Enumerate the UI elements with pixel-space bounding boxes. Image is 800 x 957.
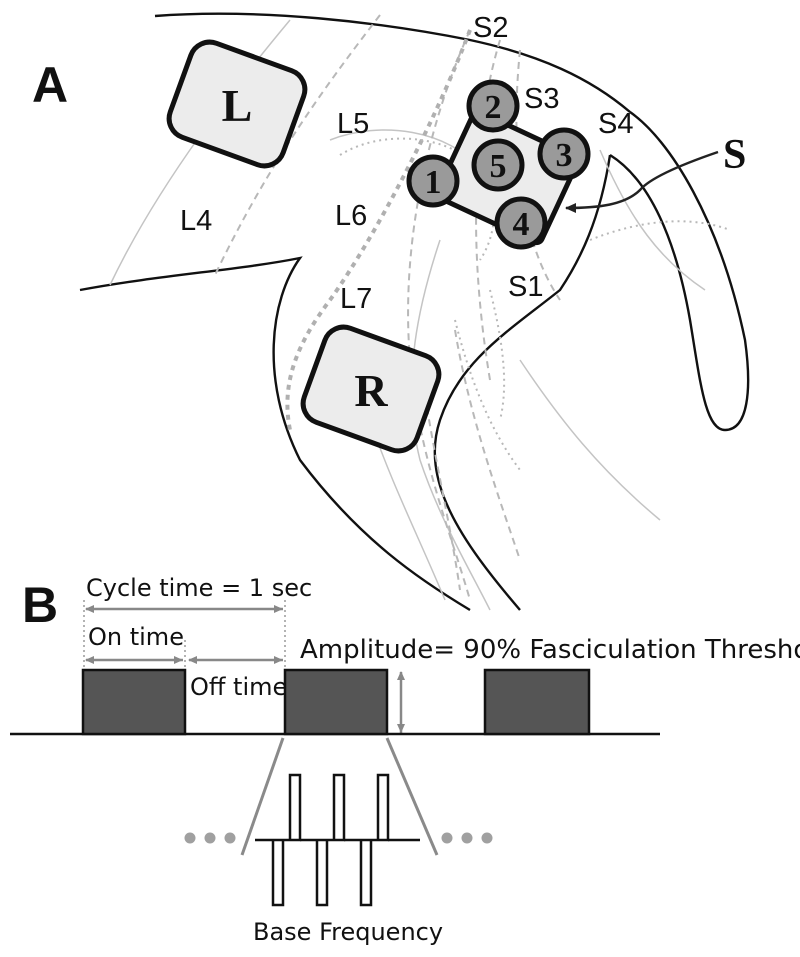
ellipsis-left [184,832,236,844]
amplitude-label: Amplitude= 90% Fasciculation Threshold [300,635,800,665]
stim-array: 1 2 3 4 5 [406,79,591,250]
cycle-time-label: Cycle time = 1 sec [86,574,312,602]
pad-right: R [300,324,442,454]
electrode-3: 3 [537,127,591,181]
off-time-label: Off time [190,673,287,701]
electrode-2-label: 2 [485,89,502,126]
panel-a: A [32,12,750,612]
panel-b: B Cycle time = 1 sec On time Off time Am… [10,574,800,946]
segment-label-s2: S2 [473,12,508,44]
stim-array-arrow [565,150,719,213]
segment-label-s1: S1 [508,271,543,303]
segment-label-l4: L4 [180,205,212,237]
pad-left-label: L [222,80,253,131]
body-outline [79,12,750,612]
pulse-train-3 [483,668,591,736]
electrode-5-label: 5 [490,148,507,185]
electrode-4-label: 4 [513,206,530,243]
pulse-train-2 [283,668,389,736]
electrode-1: 1 [406,154,460,208]
pad-left: L [166,39,308,169]
pad-right-label: R [354,365,388,416]
panel-a-letter: A [32,57,68,113]
stim-array-label: S [723,132,746,178]
zoom-lines [240,737,439,856]
panel-b-letter: B [22,577,58,633]
dotted-lines [339,137,731,471]
electrode-3-label: 3 [556,137,573,174]
segment-label-l5: L5 [337,108,369,140]
segment-label-l6: L6 [335,200,367,232]
ellipsis-right [441,832,493,844]
base-frequency-label: Base Frequency [253,918,443,946]
pulse-train-1 [81,668,187,736]
thick-dashed-line [285,29,472,431]
segment-label-s4: S4 [598,108,633,140]
biphasic-waveform [255,773,420,907]
electrode-2: 2 [466,79,520,133]
pulse-trains [81,668,591,736]
on-time-label: On time [88,623,184,651]
electrode-1-label: 1 [425,164,442,201]
guide-lines [83,600,286,668]
segment-label-l7: L7 [340,283,372,315]
electrode-5: 5 [471,138,525,192]
segment-label-s3: S3 [524,83,559,115]
electrode-4: 4 [494,196,548,250]
